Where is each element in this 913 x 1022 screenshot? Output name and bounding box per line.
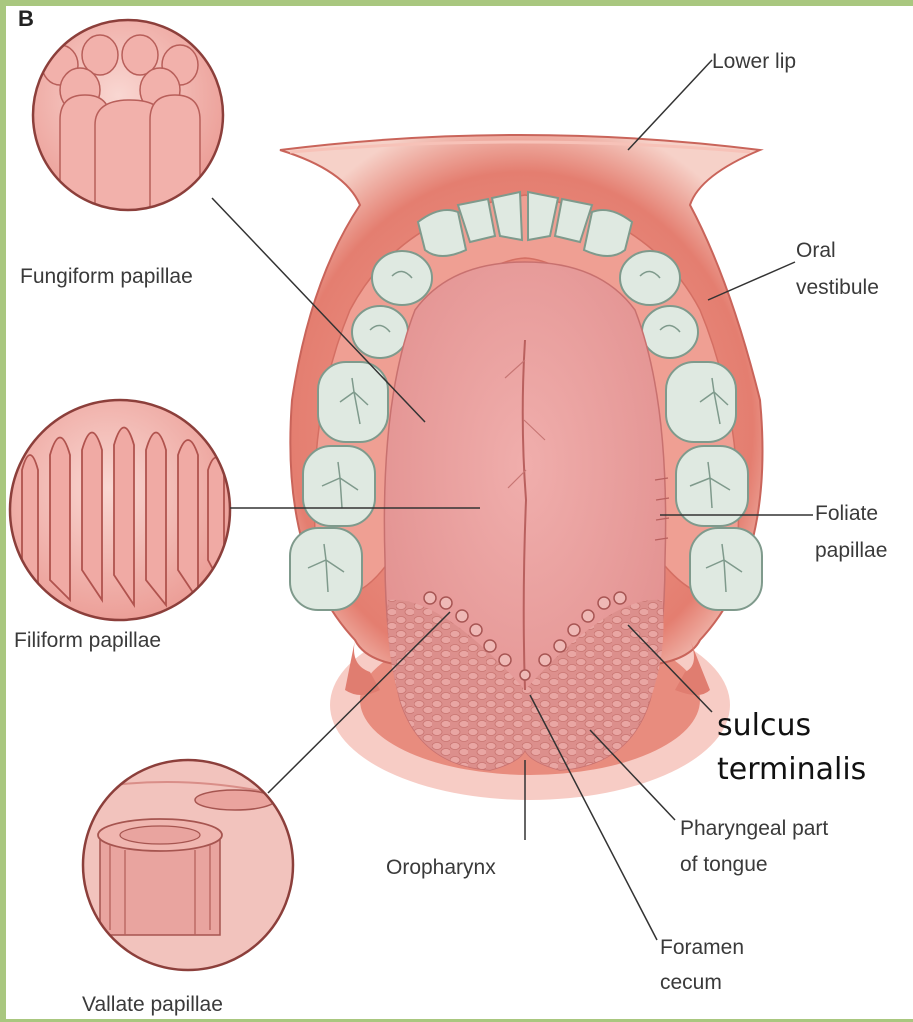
filiform-inset: [10, 400, 230, 620]
label-pharyngeal-2: of tongue: [680, 851, 768, 878]
label-foliate-2: papillae: [815, 537, 887, 564]
label-oral-vestibule-1: Oral: [796, 237, 836, 264]
vallate-inset: [80, 760, 300, 980]
label-sulcus-terminalis-1: sulcus: [717, 706, 811, 746]
tooth: [352, 306, 408, 358]
tooth: [584, 210, 632, 256]
fungiform-inset: [33, 20, 223, 210]
tooth: [642, 306, 698, 358]
tooth: [303, 446, 375, 526]
tooth: [318, 362, 388, 442]
label-lower-lip: Lower lip: [712, 48, 796, 75]
label-foliate-1: Foliate: [815, 500, 878, 527]
label-oral-vestibule-2: vestibule: [796, 274, 879, 301]
tooth: [372, 251, 432, 305]
label-fungiform: Fungiform papillae: [20, 263, 193, 290]
label-filiform: Filiform papillae: [14, 627, 161, 654]
tooth: [676, 446, 748, 526]
label-pharyngeal-1: Pharyngeal part: [680, 815, 828, 842]
leader-lower-lip: [628, 60, 712, 150]
label-foramen-1: Foramen: [660, 934, 744, 961]
label-vallate: Vallate papillae: [82, 991, 223, 1018]
tooth: [690, 528, 762, 610]
label-sulcus-terminalis-2: terminalis: [717, 750, 866, 790]
label-oropharynx: Oropharynx: [386, 854, 496, 881]
label-foramen-2: cecum: [660, 969, 722, 996]
tooth: [620, 251, 680, 305]
tooth: [418, 210, 466, 256]
